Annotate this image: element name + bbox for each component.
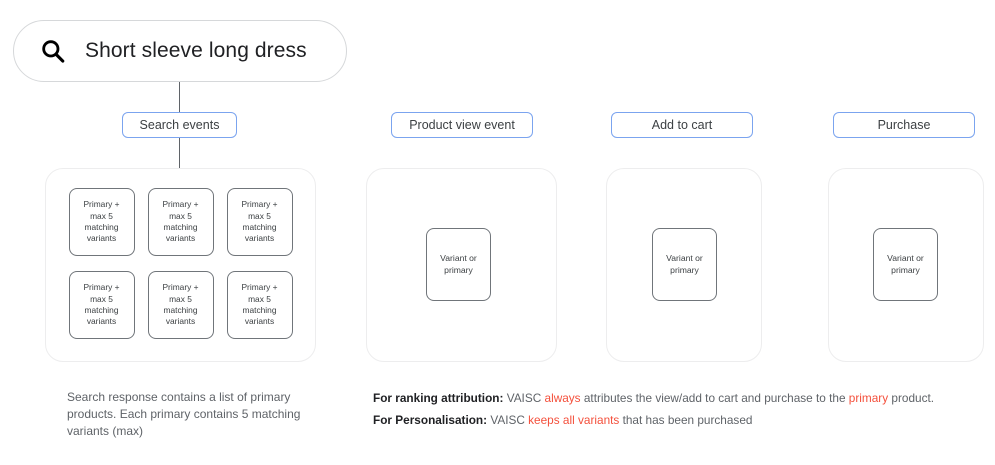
card-line-1: Primary +	[83, 199, 120, 210]
card-line-1: Variant	[440, 252, 467, 263]
note-ranking-title: For ranking attribution:	[373, 391, 504, 405]
primary-variant-card: Primary + max 5 matching variants	[226, 188, 293, 256]
card-line-3: matching	[242, 305, 277, 315]
search-response-caption: Search response contains a list of prima…	[67, 390, 301, 438]
card-line-4: variants	[165, 233, 196, 244]
search-query-text: Short sleeve long dress	[85, 39, 307, 62]
note-ranking-highlight-2: primary	[848, 391, 889, 405]
search-icon	[42, 40, 65, 63]
note-personalisation-highlight-1: keeps all variants	[528, 413, 620, 427]
card-line-1: Variant	[666, 252, 693, 263]
card-line-4: variants	[86, 233, 117, 244]
stage-label-product-view-event[interactable]: Product view event	[391, 112, 533, 138]
card-line-1: Variant	[887, 252, 914, 263]
card-line-3: matching	[84, 305, 119, 315]
stage-label-add-to-cart[interactable]: Add to cart	[611, 112, 753, 138]
card-line-3: matching	[163, 305, 198, 315]
primary-variant-card: Primary + max 5 matching variants	[147, 271, 214, 339]
card-line-3: primary	[891, 264, 920, 275]
card-line-1: Primary +	[162, 199, 199, 210]
primary-variant-card: Primary + max 5 matching variants	[68, 271, 135, 339]
card-line-2: max 5	[90, 293, 113, 304]
primary-variant-card: Primary + max 5 matching variants	[226, 271, 293, 339]
panel-search-events: Primary + max 5 matching variants Primar…	[45, 168, 316, 362]
card-line-1: Primary +	[162, 282, 199, 293]
stage-label-search-events[interactable]: Search events	[122, 112, 237, 138]
note-ranking-part2: attributes the view/add to cart and purc…	[580, 391, 849, 405]
primary-variant-card: Primary + max 5 matching variants	[147, 188, 214, 256]
card-line-4: variants	[165, 316, 196, 327]
variant-or-primary-card: Variant or primary	[426, 228, 491, 301]
card-line-2: or	[695, 252, 703, 263]
variant-or-primary-card: Variant or primary	[652, 228, 717, 301]
card-line-2: max 5	[248, 210, 271, 221]
attribution-notes: For ranking attribution: VAISC always at…	[373, 390, 988, 428]
card-line-4: variants	[244, 316, 275, 327]
note-ranking-attribution: For ranking attribution: VAISC always at…	[373, 390, 988, 406]
note-personalisation-part2: that has been purchased	[619, 413, 753, 427]
card-line-2: max 5	[90, 210, 113, 221]
card-line-3: primary	[444, 264, 473, 275]
card-line-3: primary	[670, 264, 699, 275]
card-line-3: matching	[84, 222, 119, 232]
card-line-1: Primary +	[241, 282, 278, 293]
search-box[interactable]: Short sleeve long dress	[13, 20, 347, 82]
card-line-2: max 5	[169, 293, 192, 304]
card-line-3: matching	[163, 222, 198, 232]
card-line-2: or	[916, 252, 924, 263]
note-ranking-part3: product.	[888, 391, 935, 405]
stage-label-purchase[interactable]: Purchase	[833, 112, 975, 138]
note-ranking-part1: VAISC	[503, 391, 545, 405]
card-line-3: matching	[242, 222, 277, 232]
note-ranking-highlight-1: always	[544, 391, 581, 405]
card-line-2: max 5	[169, 210, 192, 221]
variant-or-primary-card: Variant or primary	[873, 228, 938, 301]
note-personalisation-part1: VAISC	[487, 413, 529, 427]
card-line-1: Primary +	[83, 282, 120, 293]
note-personalisation: For Personalisation: VAISC keeps all var…	[373, 412, 988, 428]
card-line-2: or	[469, 252, 477, 263]
panel-add-to-cart	[606, 168, 762, 362]
card-line-1: Primary +	[241, 199, 278, 210]
primary-variant-card: Primary + max 5 matching variants	[68, 188, 135, 256]
card-line-2: max 5	[248, 293, 271, 304]
card-line-4: variants	[244, 233, 275, 244]
primary-variant-grid: Primary + max 5 matching variants Primar…	[62, 188, 299, 339]
note-personalisation-title: For Personalisation:	[373, 413, 488, 427]
card-line-4: variants	[86, 316, 117, 327]
